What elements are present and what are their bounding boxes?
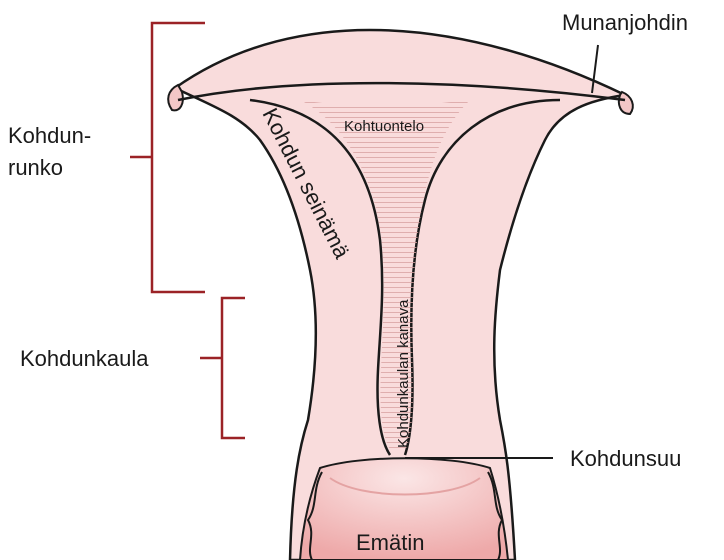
right-tube-end	[619, 92, 633, 114]
label-vagina: Emätin	[356, 530, 424, 555]
label-cervix: Kohdunkaula	[20, 346, 149, 371]
body-bracket	[130, 23, 205, 292]
left-tube-end	[168, 85, 183, 110]
label-tube: Munanjohdin	[562, 10, 688, 35]
label-cavity: Kohtuontelo	[344, 118, 424, 135]
label-body-1: Kohdun-	[8, 123, 91, 148]
label-body-2: runko	[8, 155, 63, 180]
cervix-bracket	[200, 298, 245, 438]
label-os: Kohdunsuu	[570, 446, 681, 471]
label-canal: Kohdunkaulan kanava	[395, 299, 412, 448]
